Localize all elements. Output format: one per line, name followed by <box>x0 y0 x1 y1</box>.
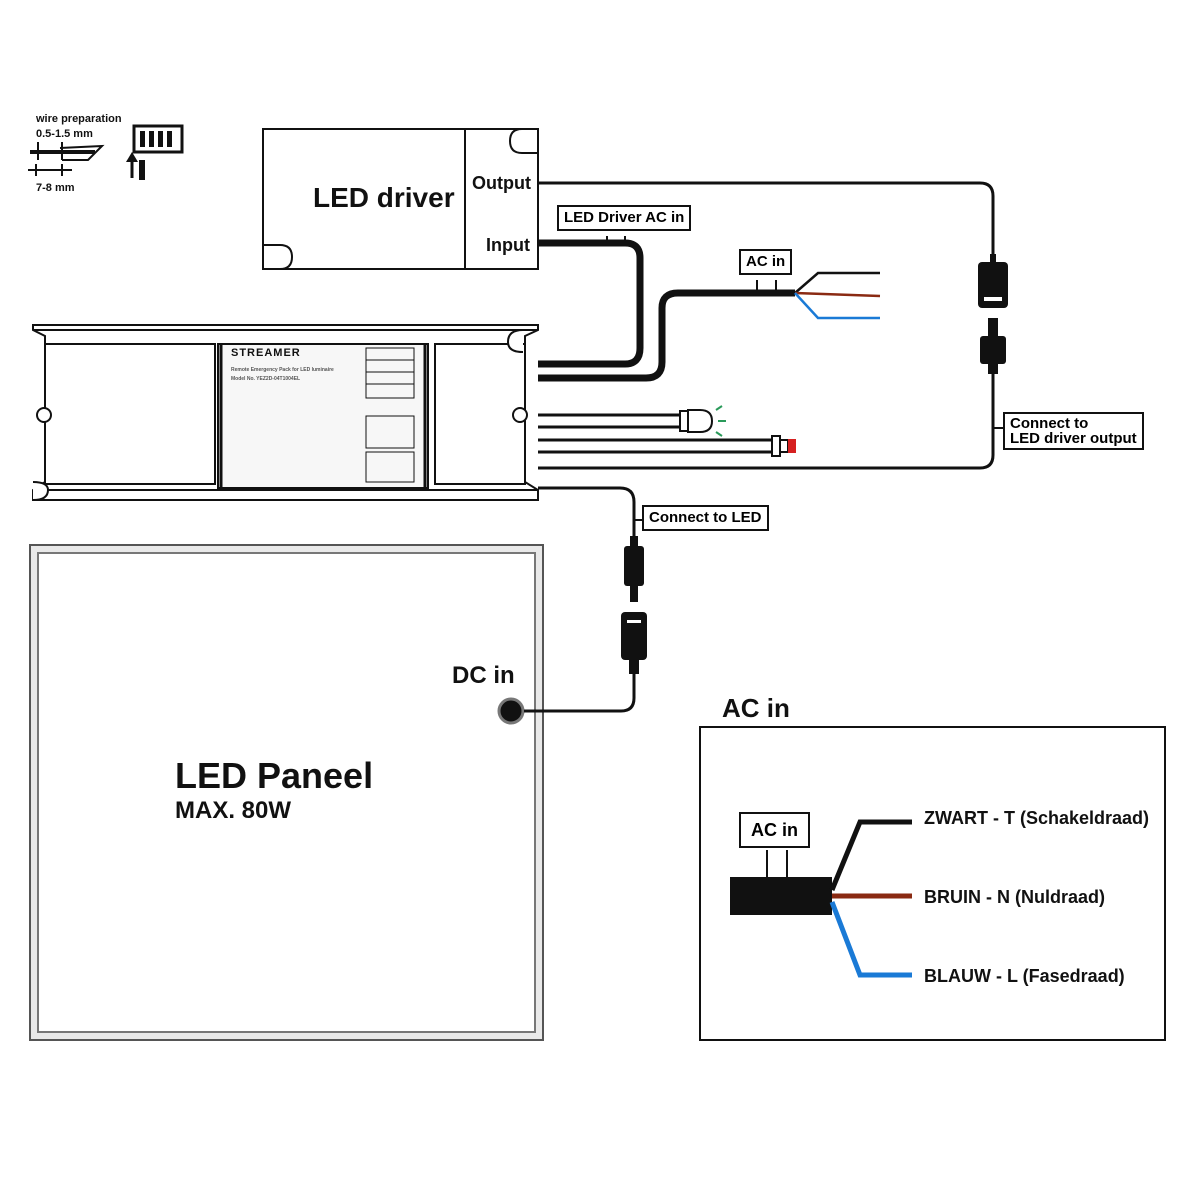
wires <box>524 181 995 713</box>
callout-ac-in: AC in <box>739 249 793 275</box>
ac-legend-wire-blue: BLAUW - L (Fasedraad) <box>924 966 1125 986</box>
emergency-pack-housing <box>32 324 539 501</box>
led-panel-frame <box>29 544 544 1041</box>
emergency-pack-brand: STREAMER <box>231 347 301 359</box>
callout-connect-driver-output: Connect to LED driver output <box>1003 412 1144 450</box>
emergency-pack-product-line: Remote Emergency Pack for LED luminaire <box>231 367 334 373</box>
led-output-connector-icon <box>621 536 647 674</box>
led-driver-input-label: Input <box>486 235 530 255</box>
ac-legend-wire-black: ZWART - T (Schakeldraad) <box>924 808 1150 828</box>
ac-legend-box <box>699 726 1166 1041</box>
led-driver-title: LED driver <box>313 182 455 213</box>
driver-output-connector-icon <box>978 254 1008 374</box>
test-switch-icon <box>771 435 796 457</box>
indicator-led-icon <box>679 405 726 437</box>
led-panel-subtitle: MAX. 80W <box>175 797 292 824</box>
wire-prep-strip-range: 0.5-1.5 mm <box>36 128 93 140</box>
wire-preparation-sketch <box>28 142 105 176</box>
callout-connect-led: Connect to LED <box>642 505 769 531</box>
ac-legend-connector-label: AC in <box>739 812 810 848</box>
led-driver-box <box>262 128 539 270</box>
wire-prep-strip-length: 7-8 mm <box>36 182 75 194</box>
led-driver-output-label: Output <box>472 173 531 193</box>
dc-in-label: DC in <box>452 662 515 689</box>
wire-prep-title: wire preparation <box>36 113 122 125</box>
ac-legend-wire-brown: BRUIN - N (Nuldraad) <box>924 887 1105 907</box>
callout-leaders <box>606 236 1003 521</box>
ac-legend-title: AC in <box>722 693 790 723</box>
led-panel-title: LED Paneel <box>175 755 374 796</box>
dc-in-socket-icon <box>497 697 525 725</box>
wire-insertion-icon <box>126 124 184 180</box>
callout-connect-driver-line1: Connect to <box>1010 415 1089 432</box>
callout-connect-driver-line2: LED driver output <box>1010 430 1137 447</box>
callout-led-driver-ac-in: LED Driver AC in <box>557 205 692 231</box>
emergency-pack-model: Model No. YEZ2D-04T1004EL <box>231 376 301 382</box>
